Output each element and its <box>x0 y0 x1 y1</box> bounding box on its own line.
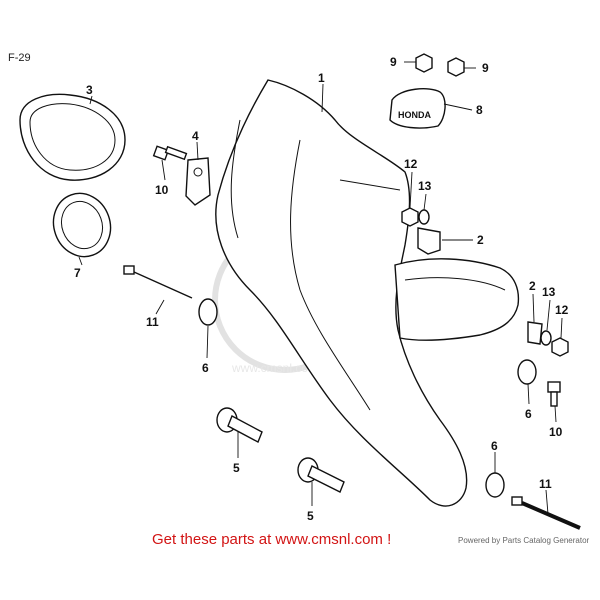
callout-7: 7 <box>74 266 81 280</box>
callout-11a: 11 <box>146 315 159 329</box>
emblem-text: HONDA <box>398 110 431 120</box>
callout-2a: 2 <box>477 233 484 247</box>
part-3-ring[interactable] <box>19 93 126 181</box>
part-9-nut-left[interactable] <box>415 53 433 73</box>
part-12-nut-lower[interactable] <box>551 337 569 357</box>
part-13-washer-upper[interactable] <box>418 209 430 225</box>
watermark-text: www.cmsnl.com <box>231 361 318 375</box>
callout-6b: 6 <box>525 407 532 421</box>
callout-10b: 10 <box>549 425 563 439</box>
part-6-washer-left[interactable] <box>198 298 218 326</box>
part-10-bolt-left[interactable] <box>152 145 188 161</box>
callout-13b: 13 <box>542 285 556 299</box>
callout-3: 3 <box>86 83 93 97</box>
part-8-emblem[interactable]: HONDA <box>389 88 446 129</box>
part-1-side-extension <box>394 258 520 341</box>
callout-2b: 2 <box>529 279 536 293</box>
part-9-nut-right[interactable] <box>447 57 465 77</box>
part-6-washer-mid[interactable] <box>517 359 537 385</box>
callout-13a: 13 <box>418 179 432 193</box>
callout-6a: 6 <box>202 361 209 375</box>
part-11-long-bolt-right[interactable] <box>511 496 581 530</box>
callout-9a: 9 <box>390 55 397 69</box>
part-1-front-cover[interactable] <box>215 79 468 507</box>
powered-by-text: Powered by Parts Catalog Generator <box>458 536 590 545</box>
part-5-collar-left[interactable] <box>216 407 263 443</box>
part-6-washer-bottom[interactable] <box>485 472 505 498</box>
callout-8: 8 <box>476 103 483 117</box>
figure-code: F-29 <box>8 52 31 64</box>
callout-1: 1 <box>318 71 325 85</box>
part-2-clip-upper[interactable] <box>417 227 441 255</box>
part-13-washer-lower[interactable] <box>540 330 552 346</box>
leader-lines <box>78 61 563 515</box>
part-5-collar-right[interactable] <box>297 457 345 493</box>
callout-5a: 5 <box>233 461 240 475</box>
callout-12b: 12 <box>555 303 569 317</box>
part-10-bolt-right[interactable] <box>547 381 561 407</box>
cmsnl-banner-link[interactable]: Get these parts at www.cmsnl.com ! <box>152 531 392 548</box>
part-12-nut-upper[interactable] <box>401 207 419 227</box>
part-7-grommet[interactable] <box>45 185 120 264</box>
callout-9b: 9 <box>482 61 489 75</box>
part-2-clip-lower[interactable] <box>527 321 543 345</box>
callout-10a: 10 <box>155 183 169 197</box>
callout-11b: 11 <box>539 477 552 491</box>
part-4-bracket[interactable] <box>185 157 211 206</box>
callout-4: 4 <box>192 129 199 143</box>
callout-12a: 12 <box>404 157 418 171</box>
part-11-long-bolt-left[interactable] <box>123 265 193 299</box>
callout-6c: 6 <box>491 439 498 453</box>
callout-5b: 5 <box>307 509 314 523</box>
